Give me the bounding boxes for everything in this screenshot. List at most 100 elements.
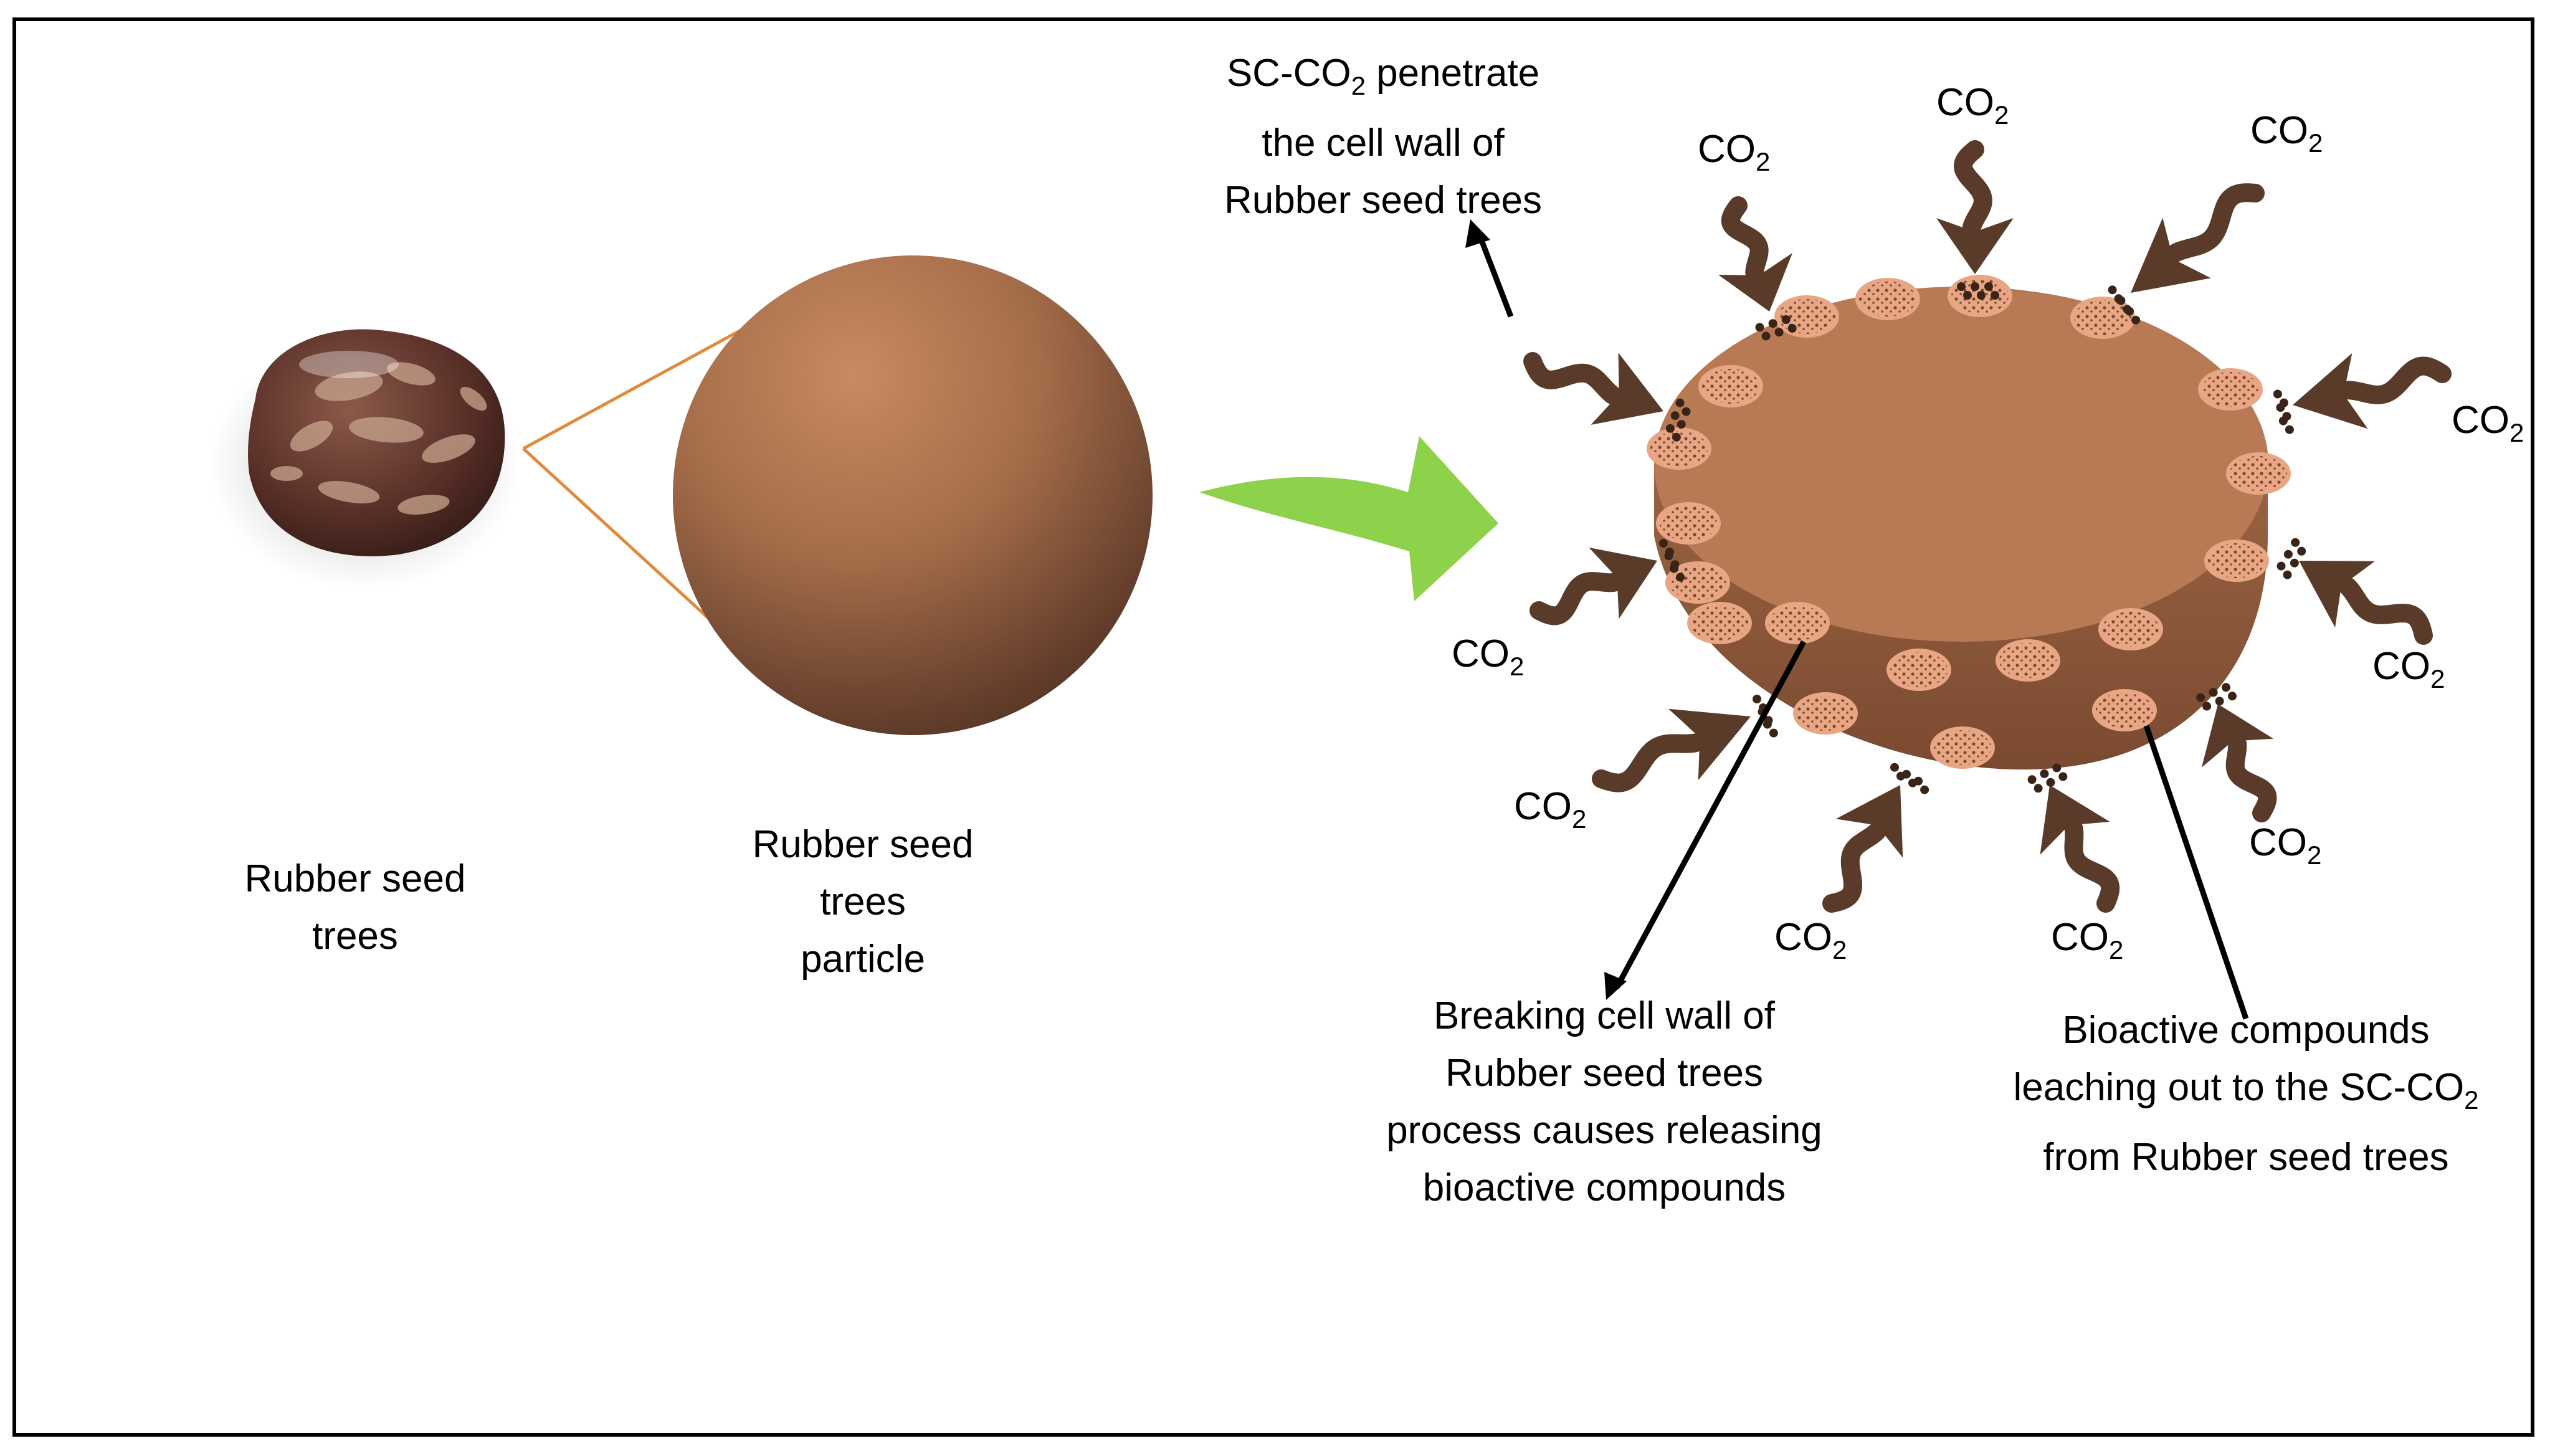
co2-squiggle-arrow bbox=[1523, 352, 1622, 405]
co2-arrowhead bbox=[2040, 785, 2110, 855]
released-particle bbox=[2202, 702, 2212, 711]
released-particle bbox=[1971, 282, 1979, 291]
released-particle bbox=[1896, 771, 1905, 781]
co2-label: CO2 bbox=[1936, 81, 2009, 130]
cell-pore-texture bbox=[1669, 565, 1726, 600]
co2-arrowhead bbox=[2201, 704, 2274, 768]
cell-pore-texture bbox=[1702, 369, 1759, 404]
released-particle bbox=[2052, 763, 2062, 773]
released-particle bbox=[2209, 688, 2218, 697]
cell-pore-texture bbox=[1797, 696, 1854, 731]
co2-arrowhead bbox=[1835, 785, 1903, 858]
co2-arrow-group bbox=[1523, 140, 2452, 913]
co2-arrowhead bbox=[2293, 353, 2368, 429]
released-particle bbox=[2027, 775, 2037, 784]
cell-cylinder bbox=[1647, 275, 2291, 770]
released-particle bbox=[1908, 778, 1917, 787]
cell-pore-texture bbox=[1691, 606, 1748, 640]
released-particle bbox=[2291, 538, 2300, 547]
cell-pore-texture bbox=[2230, 456, 2287, 491]
released-particle bbox=[1774, 328, 1784, 337]
co2-label: CO2 bbox=[1514, 785, 1587, 834]
released-particle bbox=[2034, 784, 2043, 793]
released-particle bbox=[1682, 407, 1691, 416]
released-particle bbox=[1665, 548, 1674, 556]
cell-pore-texture bbox=[2102, 612, 2159, 647]
released-particle bbox=[2123, 305, 2132, 314]
released-particle bbox=[1890, 763, 1899, 772]
penetrate-label: SC-CO2 penetrate the cell wall of Rubber… bbox=[1177, 45, 1589, 229]
cell-pore-texture bbox=[2202, 372, 2259, 407]
co2-label: CO2 bbox=[1452, 632, 1525, 681]
cell-pore-texture bbox=[1660, 506, 1717, 541]
released-particle bbox=[2114, 294, 2123, 303]
cell-pore-texture bbox=[2074, 300, 2131, 335]
released-particle bbox=[1672, 432, 1681, 442]
released-particle bbox=[2285, 425, 2294, 434]
released-particle bbox=[2058, 772, 2068, 781]
released-particle bbox=[2276, 561, 2286, 571]
released-particle bbox=[2290, 558, 2299, 568]
co2-arrowhead bbox=[2131, 217, 2211, 293]
co2-label: CO2 bbox=[2250, 109, 2323, 158]
released-particle bbox=[2228, 692, 2237, 701]
co2-label: CO2 bbox=[1774, 916, 1847, 964]
penetrate-label-line1: SC-CO2 penetrate bbox=[1226, 52, 1540, 100]
co2-squiggle-arrow bbox=[1822, 822, 1886, 913]
released-particle bbox=[2215, 697, 2224, 706]
leaching-label-line2: leaching out to the SC-CO2 bbox=[2013, 1066, 2479, 1115]
co2-arrowhead bbox=[1668, 708, 1751, 781]
particle-label: Rubber seed trees particle bbox=[720, 816, 1006, 988]
released-particle bbox=[1675, 398, 1685, 407]
co2-squiggle-arrow bbox=[2225, 735, 2277, 822]
co2-squiggle-arrow bbox=[1592, 733, 1705, 792]
released-particle bbox=[1920, 785, 1929, 794]
cell-pore-texture bbox=[1999, 643, 2057, 678]
penetrate-label-line3: Rubber seed trees bbox=[1224, 179, 1543, 222]
seed-label: Rubber seed trees bbox=[212, 850, 498, 965]
pointer-lines bbox=[1477, 234, 2249, 1020]
released-particle bbox=[1991, 291, 1999, 300]
released-particle bbox=[1755, 323, 1764, 332]
cell-pore-texture bbox=[1650, 431, 1708, 466]
cell-pore-texture bbox=[1890, 652, 1948, 687]
released-particle bbox=[1787, 324, 1797, 333]
cell-pore-texture bbox=[1934, 730, 1991, 765]
released-particle bbox=[1677, 420, 1686, 429]
released-particle bbox=[2222, 683, 2230, 692]
co2-label: CO2 bbox=[2249, 821, 2322, 870]
cell-pore-texture bbox=[2208, 543, 2265, 578]
released-particle bbox=[1963, 291, 1972, 300]
leaching-label: Bioactive compounds leaching out to the … bbox=[1975, 1002, 2517, 1186]
released-particle bbox=[1753, 695, 1761, 703]
released-particle bbox=[2283, 550, 2293, 559]
released-particle bbox=[2282, 412, 2291, 421]
co2-arrowhead bbox=[1591, 353, 1663, 425]
seed-label-line1: Rubber seed bbox=[244, 857, 466, 900]
figure-frame bbox=[12, 17, 2534, 1437]
released-particle bbox=[2131, 315, 2141, 325]
particle-label-line3: particle bbox=[801, 938, 925, 981]
breaking-label-line3: process causes releasing bbox=[1386, 1109, 1822, 1152]
co2-squiggle-arrow bbox=[1530, 572, 1623, 626]
released-particle bbox=[2196, 693, 2205, 702]
released-particle bbox=[2273, 389, 2282, 399]
particle-label-line1: Rubber seed bbox=[752, 823, 974, 866]
rubber-seed-image bbox=[209, 329, 520, 589]
released-particle bbox=[1977, 291, 1986, 300]
green-curved-arrow bbox=[1199, 436, 1498, 601]
particle-label-line2: trees bbox=[820, 880, 906, 923]
breaking-label: Breaking cell wall of Rubber seed trees … bbox=[1352, 987, 1857, 1217]
cell-pore-texture bbox=[2096, 693, 2153, 728]
co2-arrowhead bbox=[1936, 218, 2014, 274]
co2-squiggle-arrow bbox=[2338, 577, 2433, 645]
cell-pore-texture bbox=[1859, 282, 1916, 316]
co2-arrowhead bbox=[1589, 547, 1657, 619]
breaking-label-line2: Rubber seed trees bbox=[1445, 1052, 1764, 1095]
co2-squiggle-arrow bbox=[1721, 196, 1769, 282]
released-particle bbox=[1781, 315, 1791, 324]
breaking-label-line1: Breaking cell wall of bbox=[1434, 994, 1775, 1037]
co2-label: CO2 bbox=[1698, 128, 1771, 176]
penetrate-label-line2: the cell wall of bbox=[1262, 121, 1505, 164]
co2-squiggle-arrow bbox=[1954, 140, 1992, 236]
